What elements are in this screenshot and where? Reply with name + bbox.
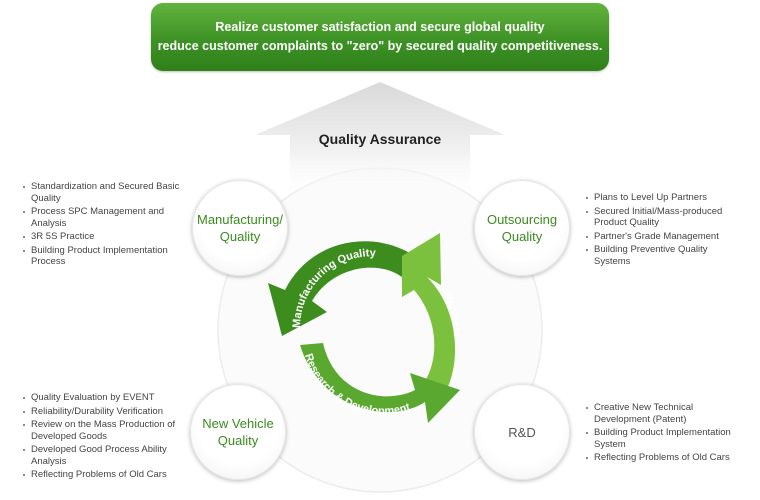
list-item: Reflecting Problems of Old Cars [22, 469, 187, 481]
node-label: New Vehicle [202, 416, 274, 431]
list-item: Plans to Level Up Partners [585, 192, 735, 204]
quality-assurance-label: Quality Assurance [318, 131, 442, 147]
outsourcing-list: Plans to Level Up Partners Secured Initi… [585, 192, 735, 269]
manufacturing-quality-node: Manufacturing/ Quality [192, 180, 288, 276]
rd-list: Creative New Technical Development (Pate… [585, 402, 735, 466]
partners-arrow [402, 233, 456, 402]
quality-assurance-arrow [255, 82, 505, 200]
list-item: Building Preventive Quality Systems [585, 244, 735, 267]
node-label: Outsourcing [486, 212, 558, 227]
new-vehicle-list: Quality Evaluation by EVENT Reliability/… [22, 392, 187, 483]
banner-line-1: Realize customer satisfaction and secure… [215, 20, 545, 34]
list-item: Partner's Grade Management [585, 231, 735, 243]
list-item: Building Product Implementation System [585, 427, 735, 450]
list-item: Reliability/Durability Verification [22, 406, 187, 418]
manufacturing-list: Standardization and Secured Basic Qualit… [22, 181, 182, 270]
manufacturing-quality-arrow [268, 241, 430, 336]
list-item: 3R 5S Practice [22, 231, 182, 243]
list-item: Standardization and Secured Basic Qualit… [22, 181, 182, 204]
rd-node: R&D [474, 384, 570, 480]
list-item: Review on the Mass Production of Develop… [22, 419, 187, 442]
list-item: Building Product Implementation Process [22, 245, 182, 268]
node-label: R&D [508, 424, 536, 440]
banner-line-2: reduce customer complaints to "zero" by … [157, 39, 603, 53]
list-item: Secured Initial/Mass-produced Product Qu… [585, 206, 735, 229]
list-item: Developed Good Process Ability Analysis [22, 444, 187, 467]
outsourcing-quality-node: Outsourcing Quality [474, 180, 570, 276]
new-vehicle-quality-node: New Vehicle Quality [190, 384, 286, 480]
node-label: Quality [219, 229, 261, 244]
research-development-arrow [300, 343, 460, 423]
goal-banner: Realize customer satisfaction and secure… [151, 3, 609, 71]
list-item: Reflecting Problems of Old Cars [585, 452, 735, 464]
list-item: Creative New Technical Development (Pate… [585, 402, 735, 425]
node-label: Quality [217, 433, 259, 448]
list-item: Quality Evaluation by EVENT [22, 392, 187, 404]
node-label: Manufacturing/ [197, 212, 283, 227]
list-item: Process SPC Management and Analysis [22, 206, 182, 229]
node-label: Quality [501, 229, 543, 244]
